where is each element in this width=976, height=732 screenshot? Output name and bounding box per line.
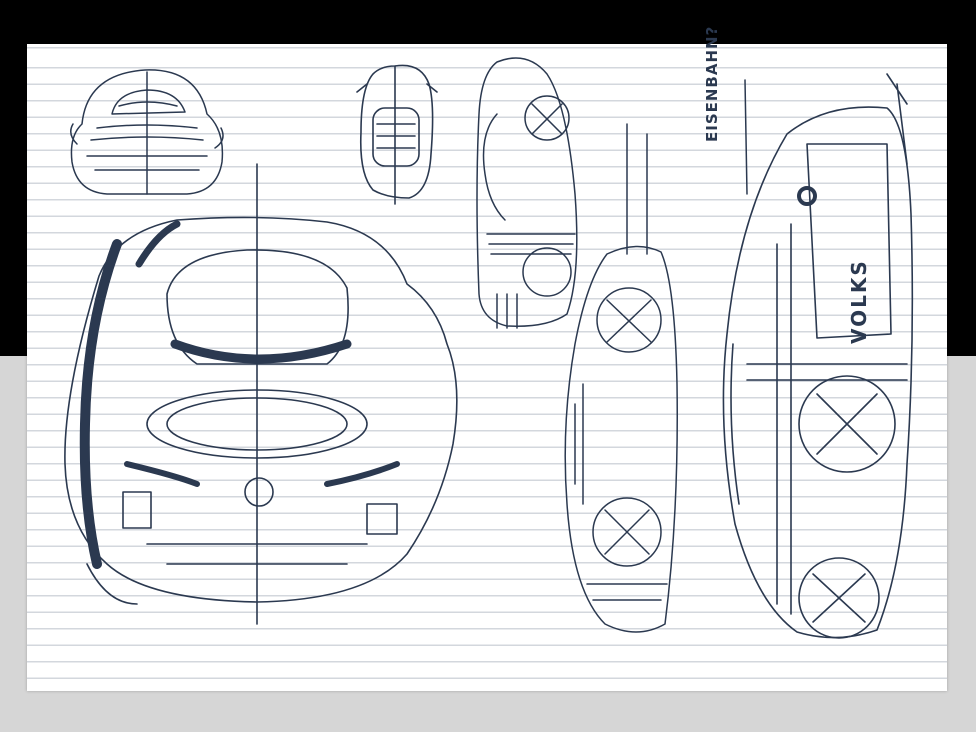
handwritten-note: EISENBAHN? xyxy=(703,25,721,142)
big-front-view-sketch xyxy=(64,163,458,625)
side-view-sketch-lower xyxy=(564,123,678,633)
side-view-sketch-upper xyxy=(476,57,578,329)
note-arrow xyxy=(744,79,748,195)
lined-paper-sheet: EISENBAHN? VOLKS xyxy=(27,26,947,691)
brand-lettering: VOLKS xyxy=(847,259,871,344)
small-top-view-sketch xyxy=(356,64,438,205)
car-sketches xyxy=(64,57,914,639)
small-front-view-sketch xyxy=(70,69,224,195)
side-view-sketch-large xyxy=(722,73,914,639)
